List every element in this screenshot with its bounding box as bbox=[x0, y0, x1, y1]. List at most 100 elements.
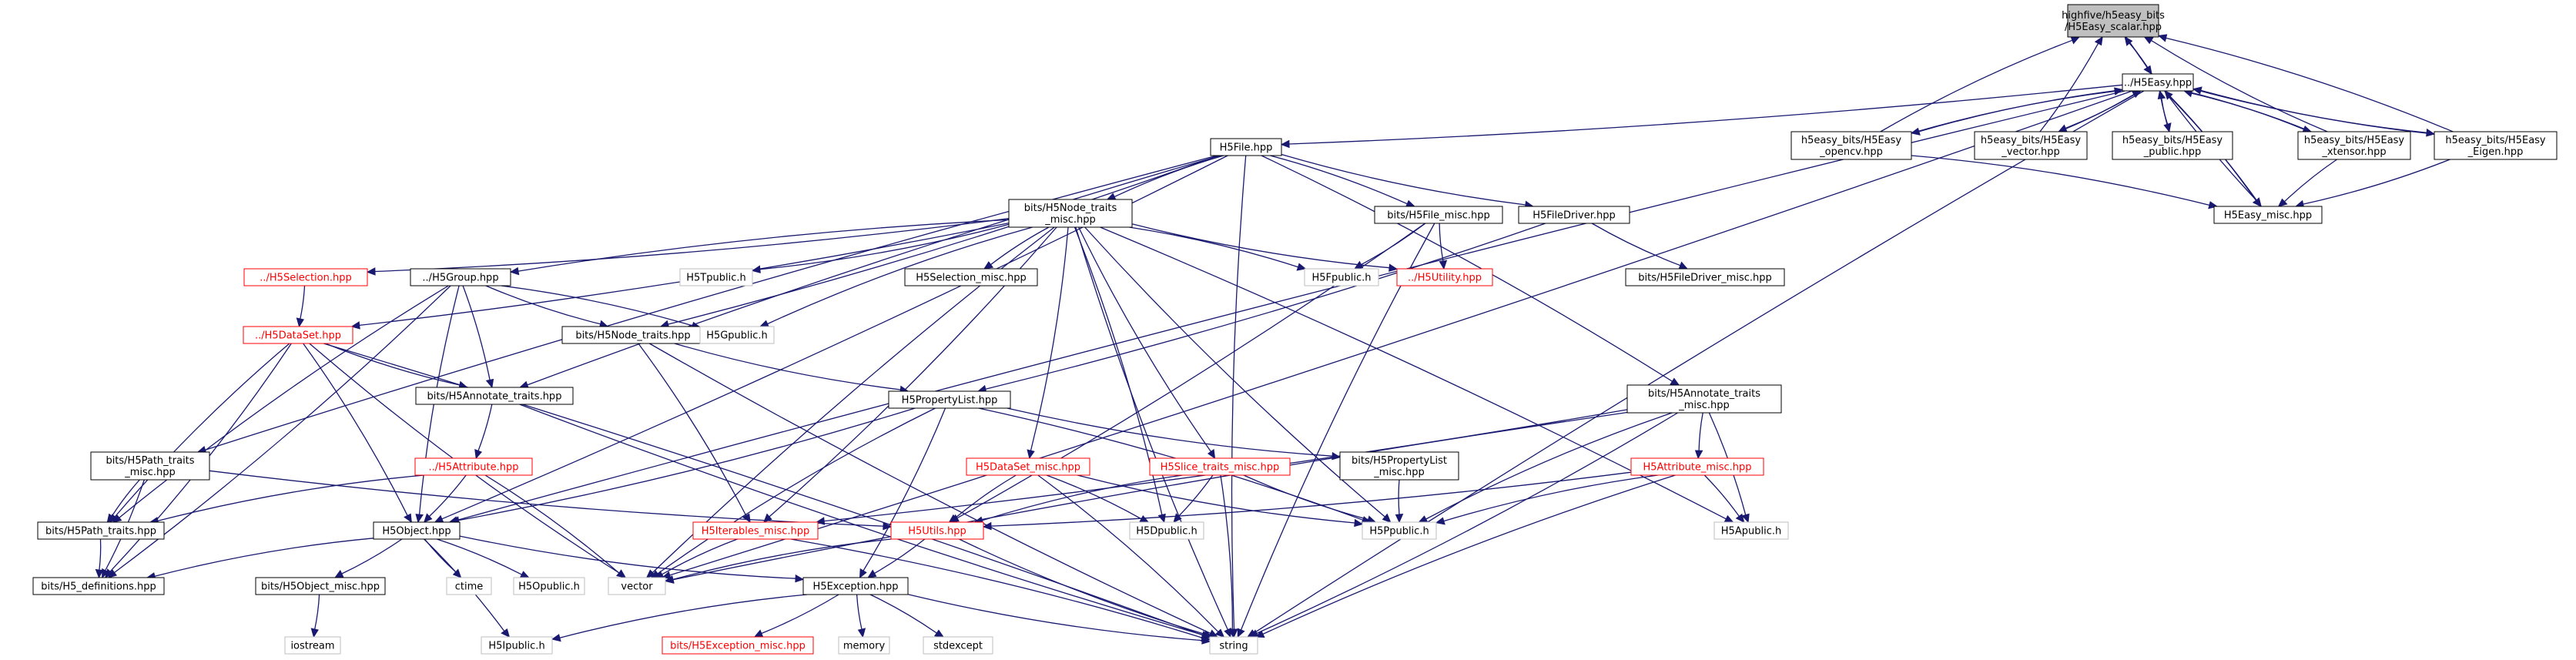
node-definitions[interactable]: bits/H5_definitions.hpp bbox=[32, 577, 165, 595]
node-box bbox=[923, 636, 993, 655]
edge-h5easy-to-eigen bbox=[2192, 88, 2436, 137]
edge-line bbox=[1243, 474, 1368, 521]
node-opencv[interactable]: h5easy_bits/H5Easy_opencv.hpp bbox=[1790, 131, 1912, 160]
edge-object-to-objmisc bbox=[334, 538, 403, 578]
node-annotatemisc[interactable]: bits/H5Annotate_traits_misc.hpp bbox=[1626, 384, 1782, 414]
node-h5easy[interactable]: ../H5Easy.hpp bbox=[2122, 73, 2194, 92]
node-objmisc[interactable]: bits/H5Object_misc.hpp bbox=[255, 577, 386, 595]
edge-arrowhead bbox=[1214, 628, 1225, 638]
node-ppublic: H5Ppublic.h bbox=[1362, 521, 1437, 540]
edge-exception-to-excmisc bbox=[753, 594, 839, 638]
edge-line bbox=[1220, 474, 1234, 630]
edge-slicemisc-to-string bbox=[1220, 474, 1237, 638]
edge-line bbox=[982, 474, 1183, 521]
node-box bbox=[90, 451, 210, 481]
node-annotatetraits[interactable]: bits/H5Annotate_traits.hpp bbox=[415, 387, 574, 405]
edge-line bbox=[2192, 88, 2427, 133]
edge-arrowhead bbox=[1439, 260, 1448, 270]
edge-line bbox=[907, 594, 1203, 642]
edge-arrowhead bbox=[645, 569, 656, 578]
edge-line bbox=[985, 223, 1546, 390]
node-box bbox=[1008, 199, 1133, 228]
node-selection[interactable]: ../H5Selection.hpp bbox=[243, 268, 368, 286]
edge-line bbox=[1911, 155, 2210, 206]
edge-line bbox=[1129, 226, 1298, 268]
edge-exception-to-memory bbox=[856, 594, 866, 638]
node-object[interactable]: H5Object.hpp bbox=[373, 521, 461, 540]
node-stdexcept: stdexcept bbox=[923, 636, 993, 655]
node-slicemisc[interactable]: H5Slice_traits_misc.hpp bbox=[1149, 457, 1291, 476]
edge-arrowhead bbox=[95, 568, 104, 579]
node-label: bits/H5FileDriver_misc.hpp bbox=[1638, 273, 1772, 284]
edge-line bbox=[790, 538, 1203, 638]
edge-line bbox=[856, 594, 863, 630]
node-exception[interactable]: H5Exception.hpp bbox=[802, 577, 909, 595]
edge-arrowhead bbox=[883, 521, 893, 531]
node-filemisc[interactable]: bits/H5File_misc.hpp bbox=[1374, 206, 1503, 224]
edge-arrowhead bbox=[334, 569, 344, 578]
edge-arrowhead bbox=[795, 574, 805, 583]
node-iterables[interactable]: H5Iterables_misc.hpp bbox=[692, 521, 819, 540]
edge-line bbox=[1591, 223, 1681, 266]
node-h5file[interactable]: H5File.hpp bbox=[1210, 138, 1282, 156]
edge-opencv-to-easymisc bbox=[1911, 155, 2219, 209]
edge-line bbox=[518, 219, 1010, 272]
edge-line bbox=[1439, 223, 1444, 262]
edge-line bbox=[303, 343, 408, 516]
node-box bbox=[284, 636, 341, 655]
node-label: vector bbox=[621, 581, 653, 593]
node-filedrivermisc[interactable]: bits/H5FileDriver_misc.hpp bbox=[1625, 268, 1785, 286]
node-vectorh[interactable]: h5easy_bits/H5Easy_vector.hpp bbox=[1974, 131, 2088, 160]
node-pathtraitsmisc[interactable]: bits/H5Path_traits_misc.hpp bbox=[90, 451, 210, 481]
node-box bbox=[1626, 384, 1782, 414]
node-attrmisc[interactable]: H5Attribute_misc.hpp bbox=[1630, 457, 1764, 476]
edge-arrowhead bbox=[1735, 513, 1745, 523]
edge-arrowhead bbox=[1106, 193, 1117, 201]
node-box bbox=[1209, 636, 1258, 655]
node-selmisc[interactable]: H5Selection_misc.hpp bbox=[904, 268, 1038, 286]
edge-line bbox=[459, 535, 796, 579]
edge-arrowhead bbox=[509, 266, 520, 276]
edge-h5easy-to-vector bbox=[662, 90, 2133, 579]
node-nodetraitsmisc[interactable]: bits/H5Node_traits_misc.hpp bbox=[1008, 199, 1133, 228]
node-easymisc[interactable]: H5Easy_misc.hpp bbox=[2213, 206, 2323, 224]
node-excmisc[interactable]: bits/H5Exception_misc.hpp bbox=[662, 636, 814, 655]
edge-line bbox=[1078, 226, 1211, 452]
edge-line bbox=[2284, 159, 2337, 203]
edge-proplistmisc-to-ppublic bbox=[1395, 479, 1404, 524]
node-pathtraits[interactable]: bits/H5Path_traits.hpp bbox=[37, 521, 165, 540]
edge-slicemisc-to-ppublic bbox=[1243, 474, 1377, 524]
edge-selection-to-dataset bbox=[296, 285, 306, 328]
node-box bbox=[802, 577, 909, 595]
edge-arrowhead bbox=[2143, 36, 2154, 45]
edge-line bbox=[1698, 412, 1703, 451]
node-publich[interactable]: h5easy_bits/H5Easy_public.hpp bbox=[2112, 131, 2233, 160]
node-datasetmisc[interactable]: H5DataSet_misc.hpp bbox=[966, 457, 1090, 476]
node-xtensor[interactable]: h5easy_bits/H5Easy_xtensor.hpp bbox=[2297, 131, 2411, 160]
edge-nodetraits-to-proplist bbox=[674, 343, 909, 394]
node-nodetraits[interactable]: bits/H5Node_traits.hpp bbox=[561, 326, 705, 344]
node-filedriver[interactable]: H5FileDriver.hpp bbox=[1518, 206, 1630, 224]
node-proplist[interactable]: H5PropertyList.hpp bbox=[888, 390, 1011, 409]
node-label: iostream bbox=[290, 641, 334, 652]
node-utility[interactable]: ../H5Utility.hpp bbox=[1396, 268, 1493, 286]
node-dataset[interactable]: ../H5DataSet.hpp bbox=[243, 326, 353, 344]
node-scalar[interactable]: highfive/h5easy_bits/H5Easy_scalar.hpp bbox=[2062, 4, 2165, 38]
node-eigen[interactable]: h5easy_bits/H5Easy_Eigen.hpp bbox=[2434, 131, 2558, 160]
node-string: string bbox=[1209, 636, 1258, 655]
node-attribute[interactable]: ../H5Attribute.hpp bbox=[414, 457, 533, 476]
node-box bbox=[2434, 131, 2558, 160]
edge-arrowhead bbox=[2114, 87, 2124, 95]
node-utils[interactable]: H5Utils.hpp bbox=[890, 521, 984, 540]
node-label: highfive/h5easy_bits bbox=[2062, 10, 2165, 22]
edge-line bbox=[157, 474, 424, 521]
edge-h5easy-to-string bbox=[1247, 90, 2145, 638]
node-box bbox=[1362, 521, 1437, 540]
node-group[interactable]: ../H5Group.hpp bbox=[410, 268, 511, 286]
edge-line bbox=[990, 226, 1050, 266]
node-label: bits/H5File_misc.hpp bbox=[1387, 210, 1490, 222]
edge-line bbox=[325, 343, 461, 386]
node-proplistmisc[interactable]: bits/H5PropertyList_misc.hpp bbox=[1339, 451, 1459, 481]
node-label: _misc.hpp bbox=[1678, 400, 1730, 411]
edge-arrowhead bbox=[1201, 636, 1211, 645]
